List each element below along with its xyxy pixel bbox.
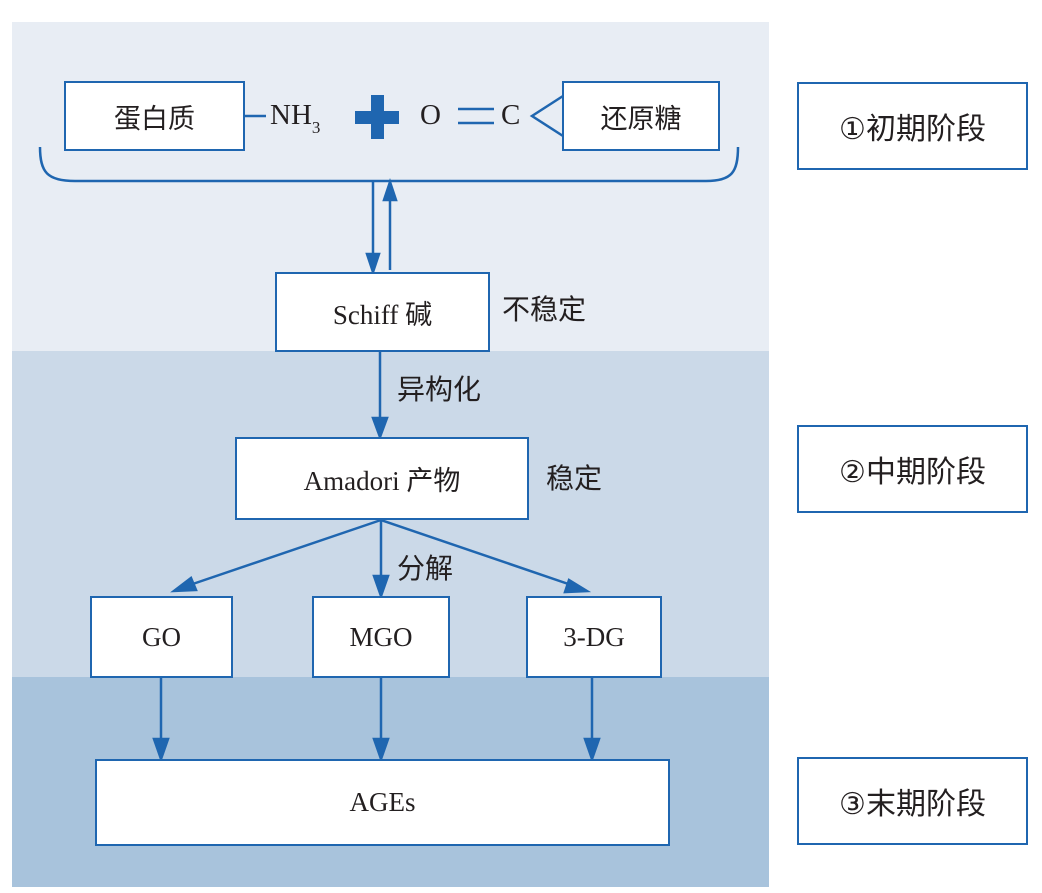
intermediate-3dg-box: 3-DG bbox=[526, 596, 662, 678]
carbonyl-oxygen: O bbox=[420, 99, 441, 131]
decomp-arrow-3dg bbox=[380, 518, 584, 591]
stage-middle-label: ②中期阶段 bbox=[839, 455, 986, 490]
3dg-to-ages-arrowhead bbox=[583, 737, 601, 763]
mgo-to-ages-arrowhead bbox=[372, 737, 390, 763]
ages-label: AGEs bbox=[349, 787, 416, 817]
protein-label: 蛋白质 bbox=[114, 103, 195, 135]
decomposition-label: 分解 bbox=[397, 552, 454, 585]
schiff-base-box: Schiff 碱 bbox=[275, 272, 490, 352]
carbonyl-carbon: C bbox=[501, 99, 521, 131]
plus-icon bbox=[355, 95, 399, 139]
intermediate-3dg-label: 3-DG bbox=[563, 621, 625, 652]
protein-box: 蛋白质 bbox=[64, 81, 245, 151]
go-to-ages-arrowhead bbox=[152, 737, 170, 763]
amine-group: NH3 bbox=[270, 99, 321, 137]
reactant-bracket bbox=[38, 146, 740, 183]
intermediate-mgo-box: MGO bbox=[312, 596, 450, 678]
stage-late-label: ③末期阶段 bbox=[839, 787, 986, 822]
stage-late: ③末期阶段 bbox=[797, 757, 1028, 845]
decomp-arrow-go bbox=[177, 518, 382, 591]
isomerization-label: 异构化 bbox=[397, 373, 482, 406]
reverse-arrowhead bbox=[382, 178, 398, 202]
amine-subscript: 3 bbox=[311, 118, 321, 137]
stage-early-label: ①初期阶段 bbox=[839, 112, 986, 147]
schiff-base-label: Schiff 碱 bbox=[332, 299, 433, 330]
sugar-bond-fork bbox=[529, 94, 564, 138]
decomp-arrowhead-3dg bbox=[563, 578, 592, 594]
intermediate-go-box: GO bbox=[90, 596, 233, 678]
schiff-unstable-note: 不稳定 bbox=[502, 293, 587, 326]
amine-label: NH bbox=[270, 99, 312, 131]
isomerization-arrowhead bbox=[371, 416, 389, 441]
intermediate-mgo-label: MGO bbox=[349, 621, 413, 652]
reducing-sugar-label: 还原糖 bbox=[600, 103, 682, 135]
ages-box: AGEs bbox=[95, 759, 670, 846]
amadori-stable-note: 稳定 bbox=[546, 462, 603, 495]
forward-arrowhead bbox=[365, 252, 381, 276]
intermediate-go-label: GO bbox=[142, 621, 181, 652]
reducing-sugar-box: 还原糖 bbox=[562, 81, 720, 151]
stage-early: ①初期阶段 bbox=[797, 82, 1028, 170]
amadori-product-box: Amadori 产物 bbox=[235, 437, 529, 520]
stage-middle: ②中期阶段 bbox=[797, 425, 1028, 513]
decomp-arrowhead-go bbox=[170, 576, 198, 593]
amadori-product-label: Amadori 产物 bbox=[303, 466, 461, 496]
decomp-arrowhead-mgo bbox=[372, 574, 390, 600]
